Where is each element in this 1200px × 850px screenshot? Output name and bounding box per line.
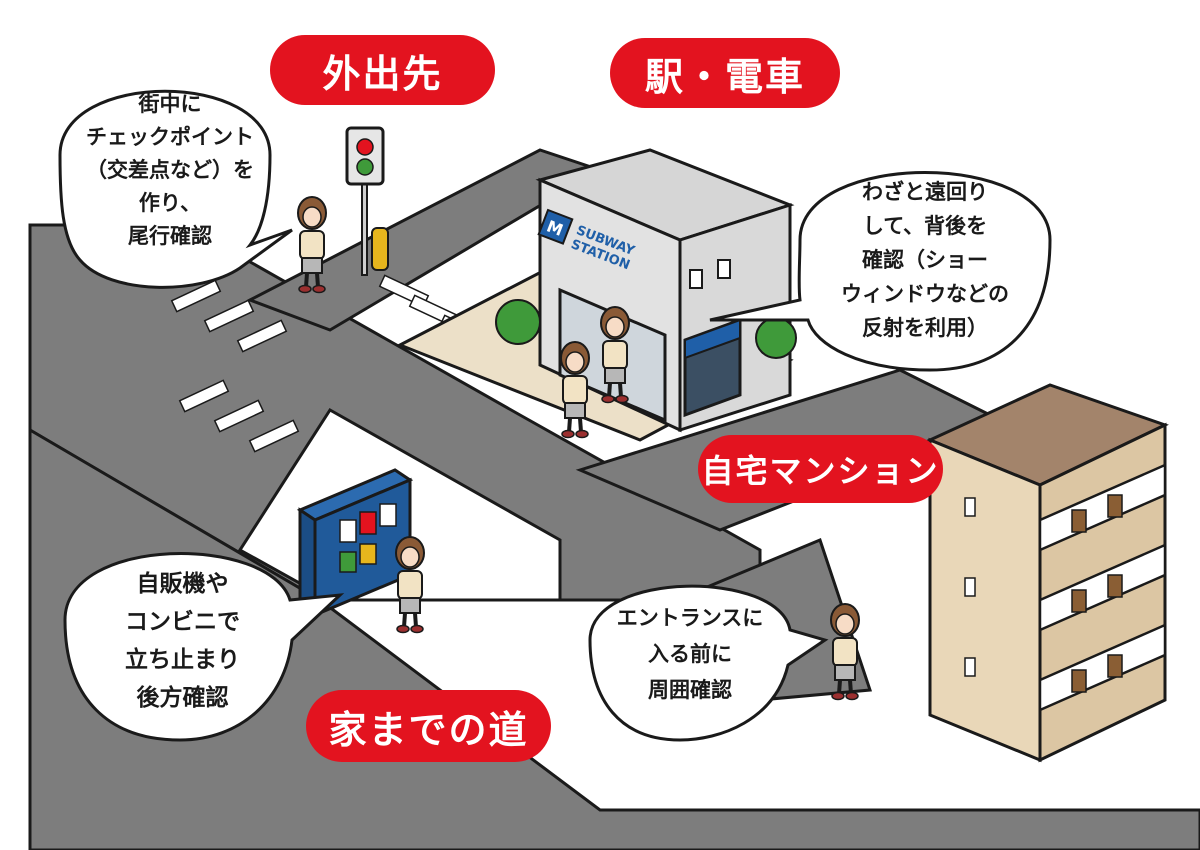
traffic-light-icon xyxy=(345,126,385,276)
apartment-building xyxy=(926,383,1169,763)
apartment-door-1 xyxy=(1071,509,1087,533)
bubble-vending xyxy=(63,552,345,742)
apartment-window-2 xyxy=(964,577,976,597)
bubble-text-detour: わざと遠回り して、背後を 確認（ショー ウィンドウなどの 反射を利用） xyxy=(841,180,1009,340)
station-window-left xyxy=(689,269,703,289)
subway-station: M SUBWAY STATION xyxy=(495,148,797,433)
bollard xyxy=(371,227,389,271)
label-station: 駅・電車 xyxy=(610,38,840,108)
bubble-checkpoint xyxy=(58,89,293,289)
apartment-door-4 xyxy=(1107,574,1123,598)
apartment-window-1 xyxy=(964,497,976,517)
station-window-right xyxy=(717,259,731,279)
vending-machine xyxy=(296,468,414,618)
station-m-badge xyxy=(537,208,574,245)
bubble-text-entrance: エントランスに 入る前に 周囲確認 xyxy=(616,606,764,702)
label-home: 自宅マンション xyxy=(698,435,943,503)
bubble-detour xyxy=(709,171,1052,372)
station-m-letter: M xyxy=(544,216,566,239)
bubble-text-vending: 自販機や コンビニで 立ち止まり 後方確認 xyxy=(125,571,240,711)
plant-right xyxy=(755,317,797,359)
label-outing: 外出先 xyxy=(270,35,495,105)
apartment-door-2 xyxy=(1107,494,1123,518)
station-entrance-sign xyxy=(684,318,741,360)
label-way-home: 家までの道 xyxy=(306,690,551,762)
apartment-door-3 xyxy=(1071,589,1087,613)
woman-figure-icon xyxy=(394,535,426,635)
woman-figure-icon xyxy=(559,340,591,440)
apartment-door-6 xyxy=(1107,654,1123,678)
speech-bubbles xyxy=(58,89,1052,742)
plant-left xyxy=(495,299,541,345)
apartment-left-wall xyxy=(928,437,1042,763)
bubble-text-checkpoint: 街中に チェックポイント （交差点など）を 作り、 尾行確認 xyxy=(86,92,254,248)
apartment-door-5 xyxy=(1071,669,1087,693)
apartment-window-3 xyxy=(964,657,976,677)
bubble-entrance xyxy=(588,584,829,742)
